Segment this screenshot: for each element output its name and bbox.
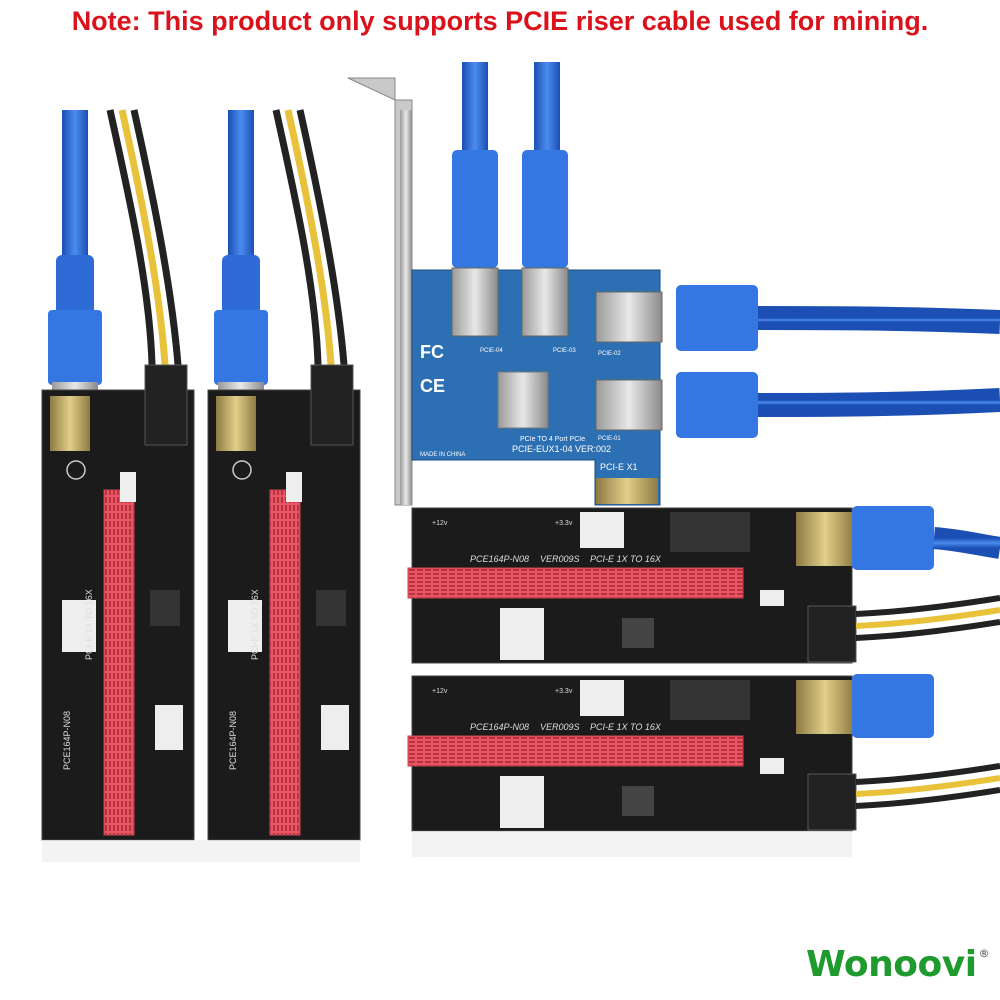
adapter-title: PCIe TO 4 Port PCIe — [520, 436, 585, 443]
pcie-adapter-card: FC CE PCIE-04 PCIE-03 PCIE-02 PCIE-01 PC… — [347, 62, 1000, 506]
riser-h2-desc-label: PCI-E 1X TO 16X — [590, 722, 662, 732]
riser-h1-33v-label: +3.3v — [555, 520, 573, 527]
reflection-right — [412, 831, 852, 857]
riser-v2-model-label: PCE164P-N08 — [228, 711, 238, 770]
adapter-port-03: PCIE-03 — [553, 348, 576, 354]
riser-h1-model-label: PCE164P-N08 — [470, 554, 529, 564]
riser-h1-desc-label: PCI-E 1X TO 16X — [590, 554, 662, 564]
riser-h1-version-label: VER009S — [540, 554, 580, 564]
adapter-origin: MADE IN CHINA — [420, 452, 465, 458]
adapter-port-02: PCIE-02 — [598, 351, 621, 357]
riser-h2-12v-label: +12v — [432, 688, 448, 695]
riser-card-vertical-2: PCE164P-N08 PCI-E 1X TO 16X — [207, 109, 361, 841]
adapter-ce-mark: CE — [420, 376, 445, 396]
brand-logo: Wonoovi® — [806, 944, 990, 985]
riser-h2-version-label: VER009S — [540, 722, 580, 732]
riser-v1-model-label: PCE164P-N08 — [62, 711, 72, 770]
riser-h1-12v-label: +12v — [432, 520, 448, 527]
riser-v2-desc-label: PCI-E 1X TO 16X — [250, 589, 260, 660]
adapter-port-01: PCIE-01 — [598, 436, 621, 442]
riser-v1-desc-label: PCI-E 1X TO 16X — [84, 589, 94, 660]
adapter-fcc-mark: FC — [420, 342, 444, 362]
reflection-left — [42, 840, 360, 862]
adapter-port-04: PCIE-04 — [480, 348, 503, 354]
riser-card-horizontal-1: PCE164P-N08 VER009S PCI-E 1X TO 16X +12v… — [407, 506, 1000, 664]
riser-h2-model-label: PCE164P-N08 — [470, 722, 529, 732]
adapter-model: PCIE-EUX1-04 VER:002 — [512, 444, 611, 454]
riser-card-vertical-1: PCE164P-N08 PCI-E 1X TO 16X — [41, 109, 195, 841]
adapter-slot: PCI-E X1 — [600, 462, 638, 472]
riser-h2-33v-label: +3.3v — [555, 688, 573, 695]
registered-mark: ® — [978, 947, 990, 960]
note-banner: Note: This product only supports PCIE ri… — [71, 6, 929, 36]
riser-card-horizontal-2: PCE164P-N08 VER009S PCI-E 1X TO 16X +12v… — [407, 674, 1000, 832]
brand-name: Wonoovi — [806, 944, 977, 985]
